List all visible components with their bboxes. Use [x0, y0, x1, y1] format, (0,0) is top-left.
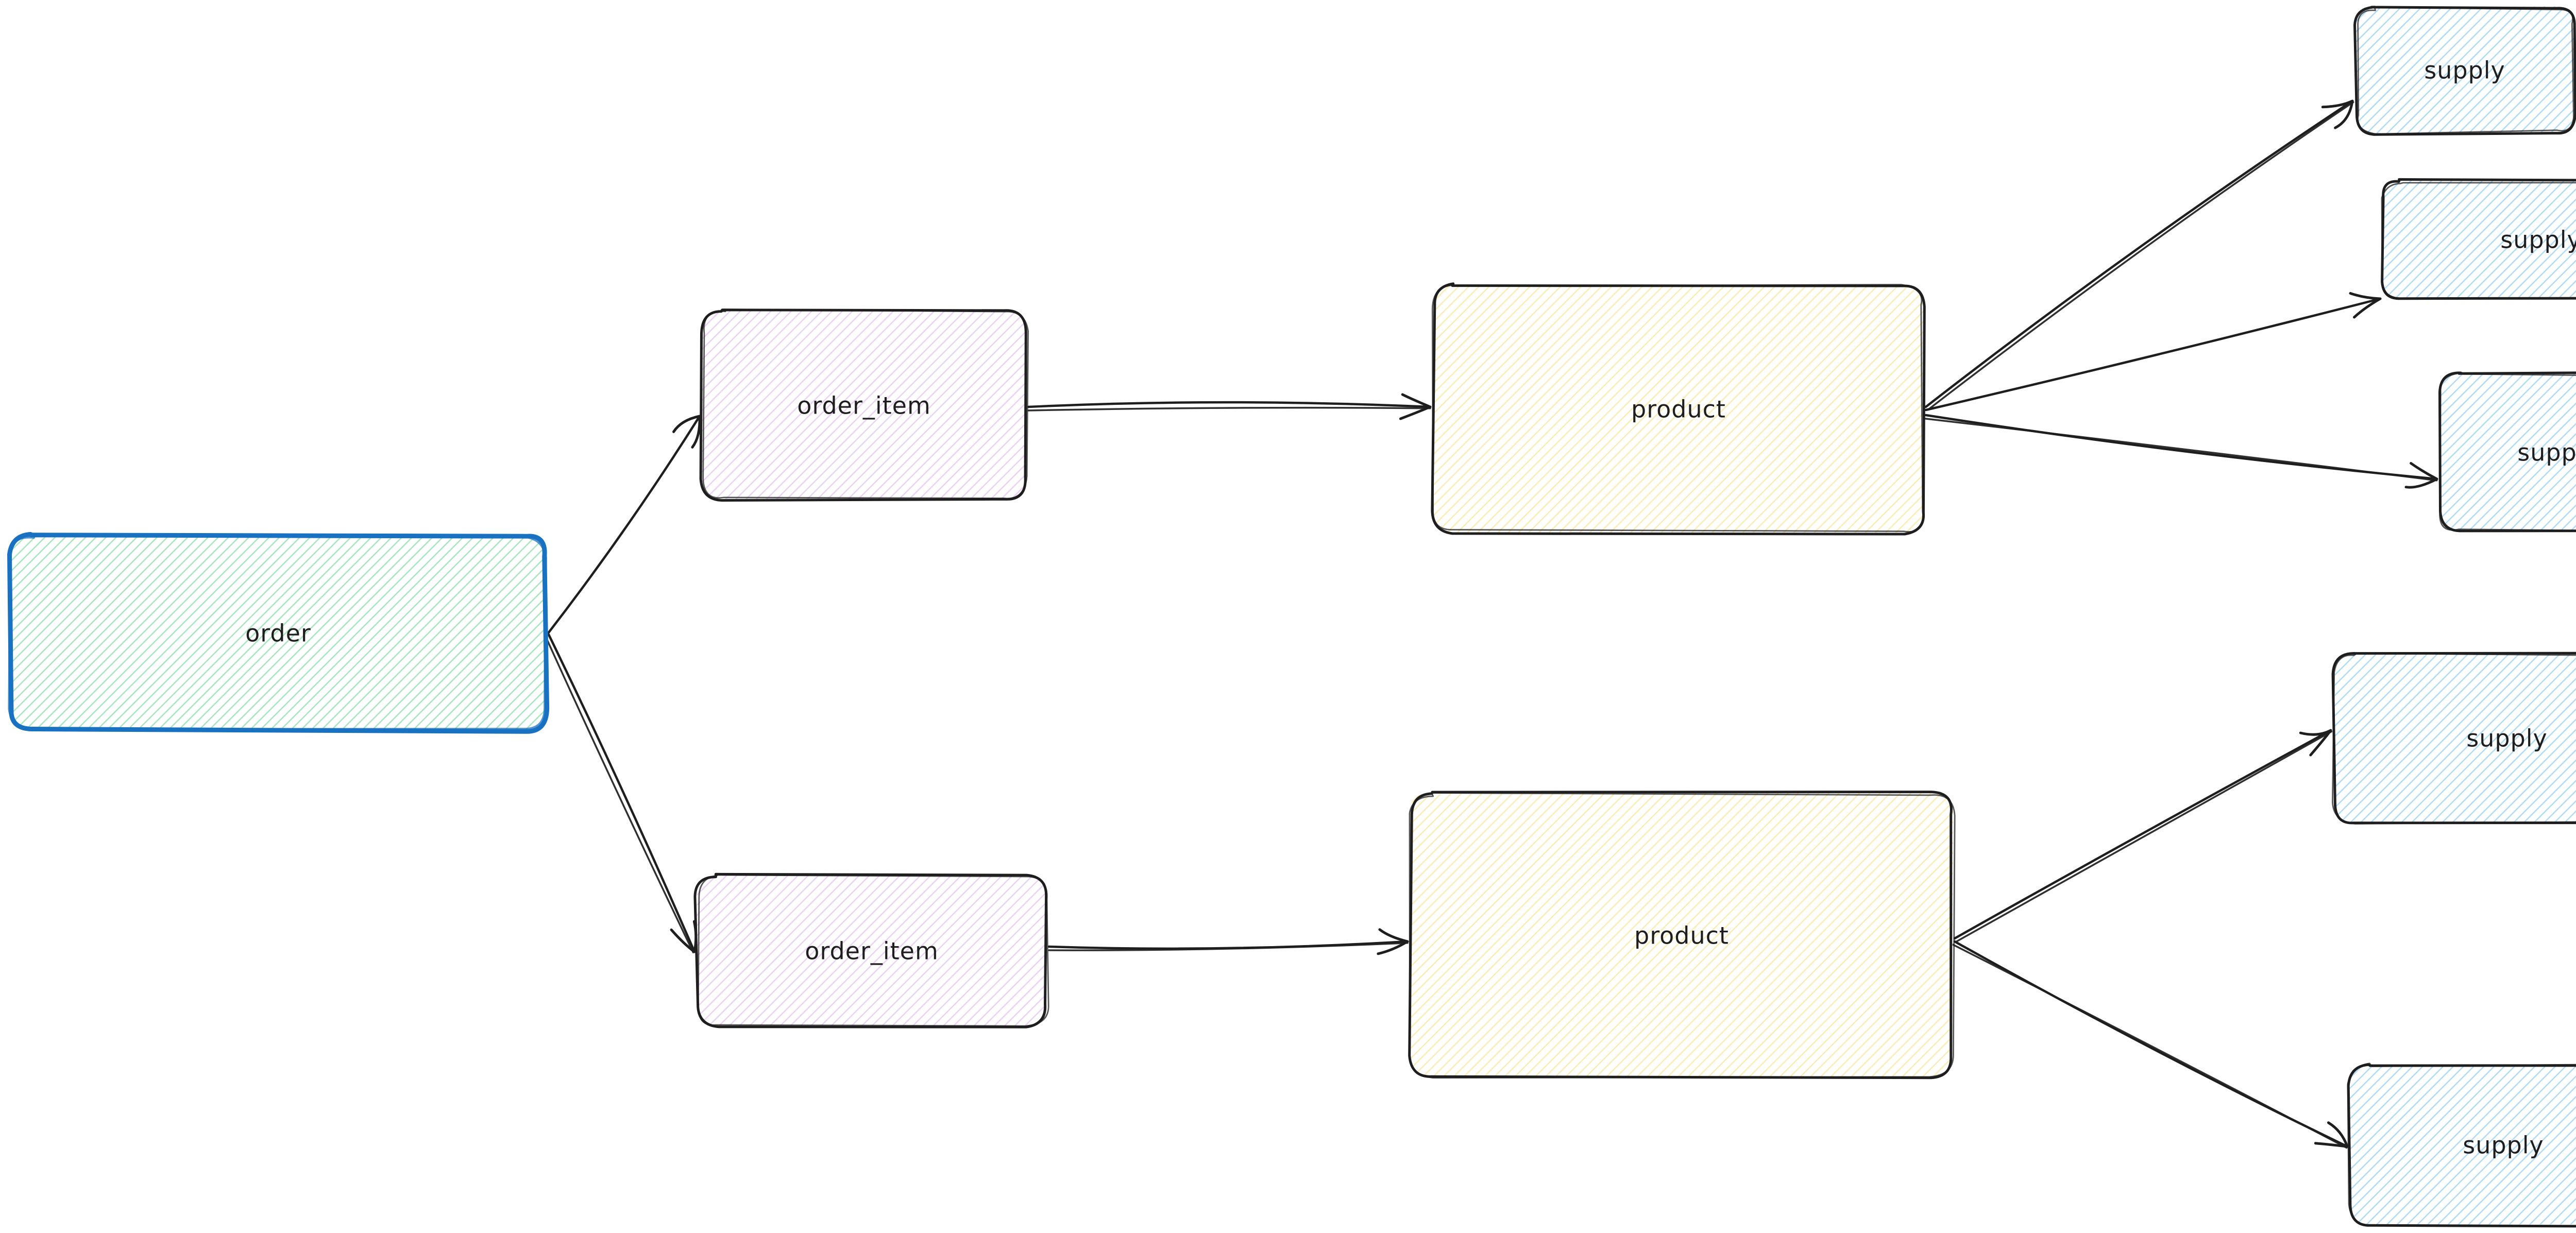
edge-product_top-to-supply_3[interactable]	[1924, 414, 2438, 489]
node-supply_5[interactable]: supply	[2347, 1063, 2576, 1228]
arrow-head-icon	[672, 415, 701, 449]
node-order[interactable]: order	[7, 532, 550, 734]
edge-order-to-order_item_bottom[interactable]	[544, 633, 698, 953]
node-supply_3[interactable]: supply	[2438, 371, 2576, 533]
node-supply_2[interactable]: supply	[2381, 178, 2576, 300]
arrow-head-icon	[2314, 1121, 2349, 1148]
node-outline-secondary	[2347, 1063, 2576, 1227]
node-outline-secondary	[697, 874, 1049, 1027]
edges-layer	[544, 99, 2438, 1149]
node-fill-product	[1433, 284, 1924, 533]
node-label-supply_3: supply	[2517, 439, 2576, 467]
node-label-order_item_bottom: order_item	[805, 937, 939, 965]
arrow-head-icon	[2349, 292, 2382, 319]
edge-order_item_bottom-to-product_bottom[interactable]	[1047, 928, 1409, 955]
arrow-head-icon	[1399, 393, 1432, 420]
node-supply_4[interactable]: supply	[2331, 652, 2576, 825]
node-fill-supply	[2349, 1065, 2576, 1225]
node-label-supply_2: supply	[2500, 226, 2576, 254]
arrow-head-icon	[2299, 729, 2332, 757]
node-label-supply_1: supply	[2424, 57, 2505, 84]
node-fill-supply	[2354, 6, 2575, 134]
arrow-head-icon	[2404, 462, 2438, 489]
node-outline-secondary	[2439, 372, 2576, 532]
node-fill-order_item	[697, 874, 1048, 1027]
node-label-order_item_top: order_item	[797, 392, 931, 420]
node-outline-secondary	[702, 309, 1029, 500]
edge-order_item_top-to-product_top[interactable]	[1027, 393, 1432, 420]
node-fill-supply	[2439, 372, 2576, 533]
edge-order-to-order_item_top[interactable]	[547, 415, 701, 634]
edge-product_bottom-to-supply_5[interactable]	[1952, 940, 2349, 1149]
node-outline-secondary	[2332, 653, 2576, 825]
node-fill-order_item	[701, 310, 1027, 499]
node-label-order: order	[245, 620, 311, 647]
node-order_item_bottom[interactable]: order_item	[693, 872, 1049, 1029]
node-outline	[699, 309, 1027, 502]
node-supply_1[interactable]: supply	[2353, 6, 2576, 136]
node-label-product_bottom: product	[1634, 922, 1729, 950]
node-outline	[1431, 282, 1926, 536]
edge-product_bottom-to-supply_4[interactable]	[1953, 729, 2333, 943]
arrow-head-icon	[1377, 928, 1409, 955]
node-label-supply_4: supply	[2466, 725, 2548, 752]
node-outline-secondary	[2381, 182, 2576, 300]
node-outline-secondary	[8, 533, 547, 731]
nodes-layer: orderorder_itemorder_itemproductproducts…	[7, 6, 2576, 1228]
node-product_top[interactable]: product	[1431, 282, 1926, 536]
arrow-head-icon	[2321, 99, 2354, 129]
edge-product_top-to-supply_2[interactable]	[1924, 292, 2382, 412]
node-outline-secondary	[2357, 6, 2574, 135]
node-outline-secondary	[1409, 792, 1956, 1079]
node-label-supply_5: supply	[2463, 1132, 2544, 1159]
edge-product_top-to-supply_1[interactable]	[1924, 99, 2354, 411]
node-fill-order	[9, 535, 547, 731]
node-fill-supply	[2382, 180, 2576, 299]
node-fill-supply	[2334, 652, 2576, 824]
node-label-product_top: product	[1631, 396, 1726, 423]
node-product_bottom[interactable]: product	[1408, 791, 1956, 1080]
node-fill-product	[1409, 793, 1954, 1077]
node-order_item_top[interactable]: order_item	[699, 309, 1029, 502]
node-outline-secondary	[1431, 284, 1924, 533]
